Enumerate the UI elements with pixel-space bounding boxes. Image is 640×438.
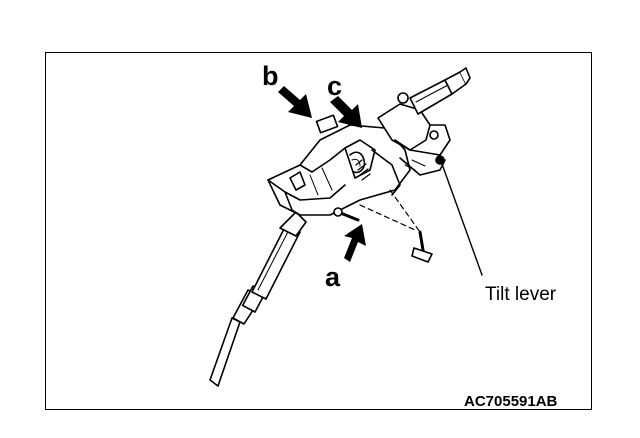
arrow-b xyxy=(278,86,312,118)
callout-b: b xyxy=(262,61,279,91)
diagram-frame xyxy=(45,52,592,410)
upper-bracket xyxy=(377,92,451,176)
assembly-dashes xyxy=(359,189,421,233)
figure-code: AC705591AB xyxy=(464,393,558,410)
tilt-lever-leader xyxy=(441,163,483,276)
callout-c: c xyxy=(327,71,343,101)
arrow-c xyxy=(330,96,362,128)
callout-a: a xyxy=(325,262,341,292)
tilt-lever-label: Tilt lever xyxy=(485,284,557,305)
upper-shaft xyxy=(409,67,471,115)
bolts xyxy=(333,207,433,263)
arrow-a xyxy=(344,224,366,262)
column-housing xyxy=(267,114,411,216)
lower-shaft xyxy=(209,211,307,387)
